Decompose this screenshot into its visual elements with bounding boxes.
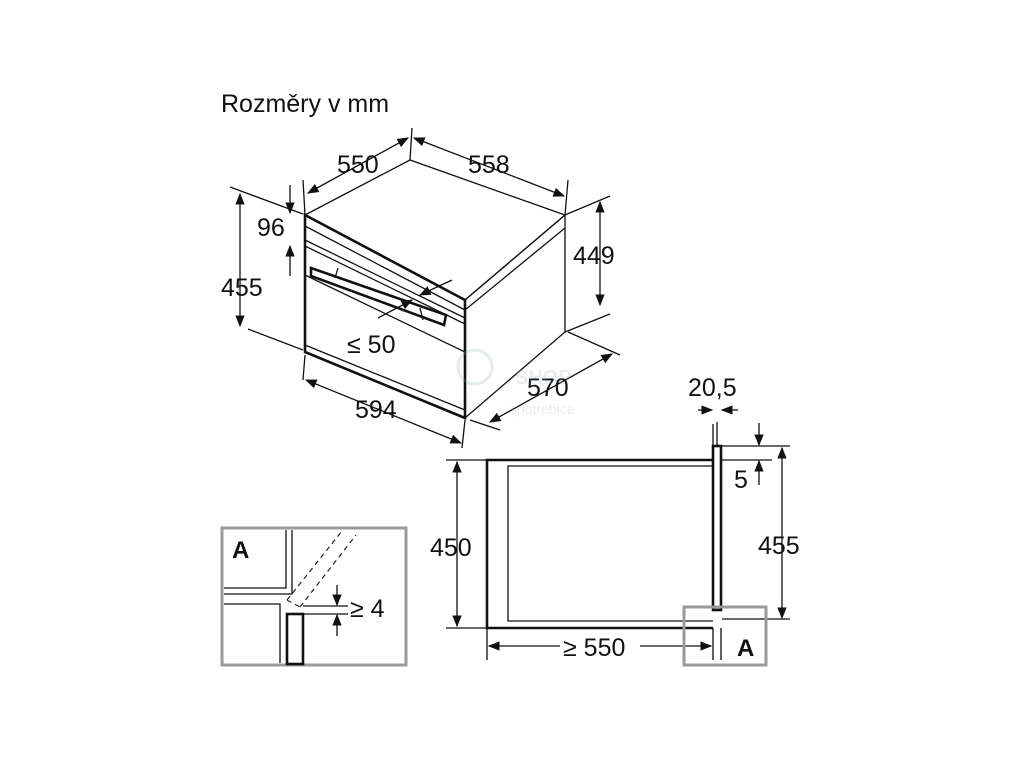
oven-handle xyxy=(309,266,448,327)
dim-top-gap: 5 xyxy=(734,466,748,494)
detail-gap: ≥ 4 xyxy=(350,595,385,623)
detail-a-callout: A xyxy=(737,635,754,662)
drawing-title: Rozměry v mm xyxy=(221,90,389,118)
dim-570-line xyxy=(488,353,614,423)
dim-body-height: 449 xyxy=(573,242,615,270)
svg-text:spotrebice: spotrebice xyxy=(510,401,575,417)
dim-niche-depth: ≥ 550 xyxy=(563,634,625,662)
dim-550-line xyxy=(306,137,410,194)
detail-a-frame xyxy=(220,526,408,667)
svg-text:SHOP: SHOP xyxy=(515,367,572,389)
front-panel xyxy=(711,444,723,612)
detail-a-title: A xyxy=(232,537,249,564)
niche-side-view: 20,5 5 455 450 ≥ 550 A xyxy=(430,374,800,667)
dim-depth-body: 550 xyxy=(337,151,379,179)
dim-width-body: 558 xyxy=(468,151,510,179)
dim-front-height: 455 xyxy=(758,532,800,560)
dim-panel-thickness: 20,5 xyxy=(688,374,737,402)
cabinet-outline xyxy=(485,458,713,630)
dim-front-panel: 96 xyxy=(257,214,285,242)
oven-front-face xyxy=(303,212,467,420)
detail-a-marker xyxy=(682,605,768,667)
dim-front-width: 594 xyxy=(355,396,397,424)
oven-isometric: 550 558 96 455 449 ≤ 50 570 594 xyxy=(221,127,621,449)
dim-handle-projection: ≤ 50 xyxy=(347,331,395,359)
dim-niche-height: 450 xyxy=(430,534,472,562)
watermark: SHOP spotrebice xyxy=(456,348,575,417)
dim-overall-depth: 570 xyxy=(527,374,569,402)
dim-594-line xyxy=(304,379,463,444)
dim-total-height: 455 xyxy=(221,274,263,302)
detail-a-view: ≥ 4 A xyxy=(220,526,408,667)
dim-558-line xyxy=(412,137,566,197)
